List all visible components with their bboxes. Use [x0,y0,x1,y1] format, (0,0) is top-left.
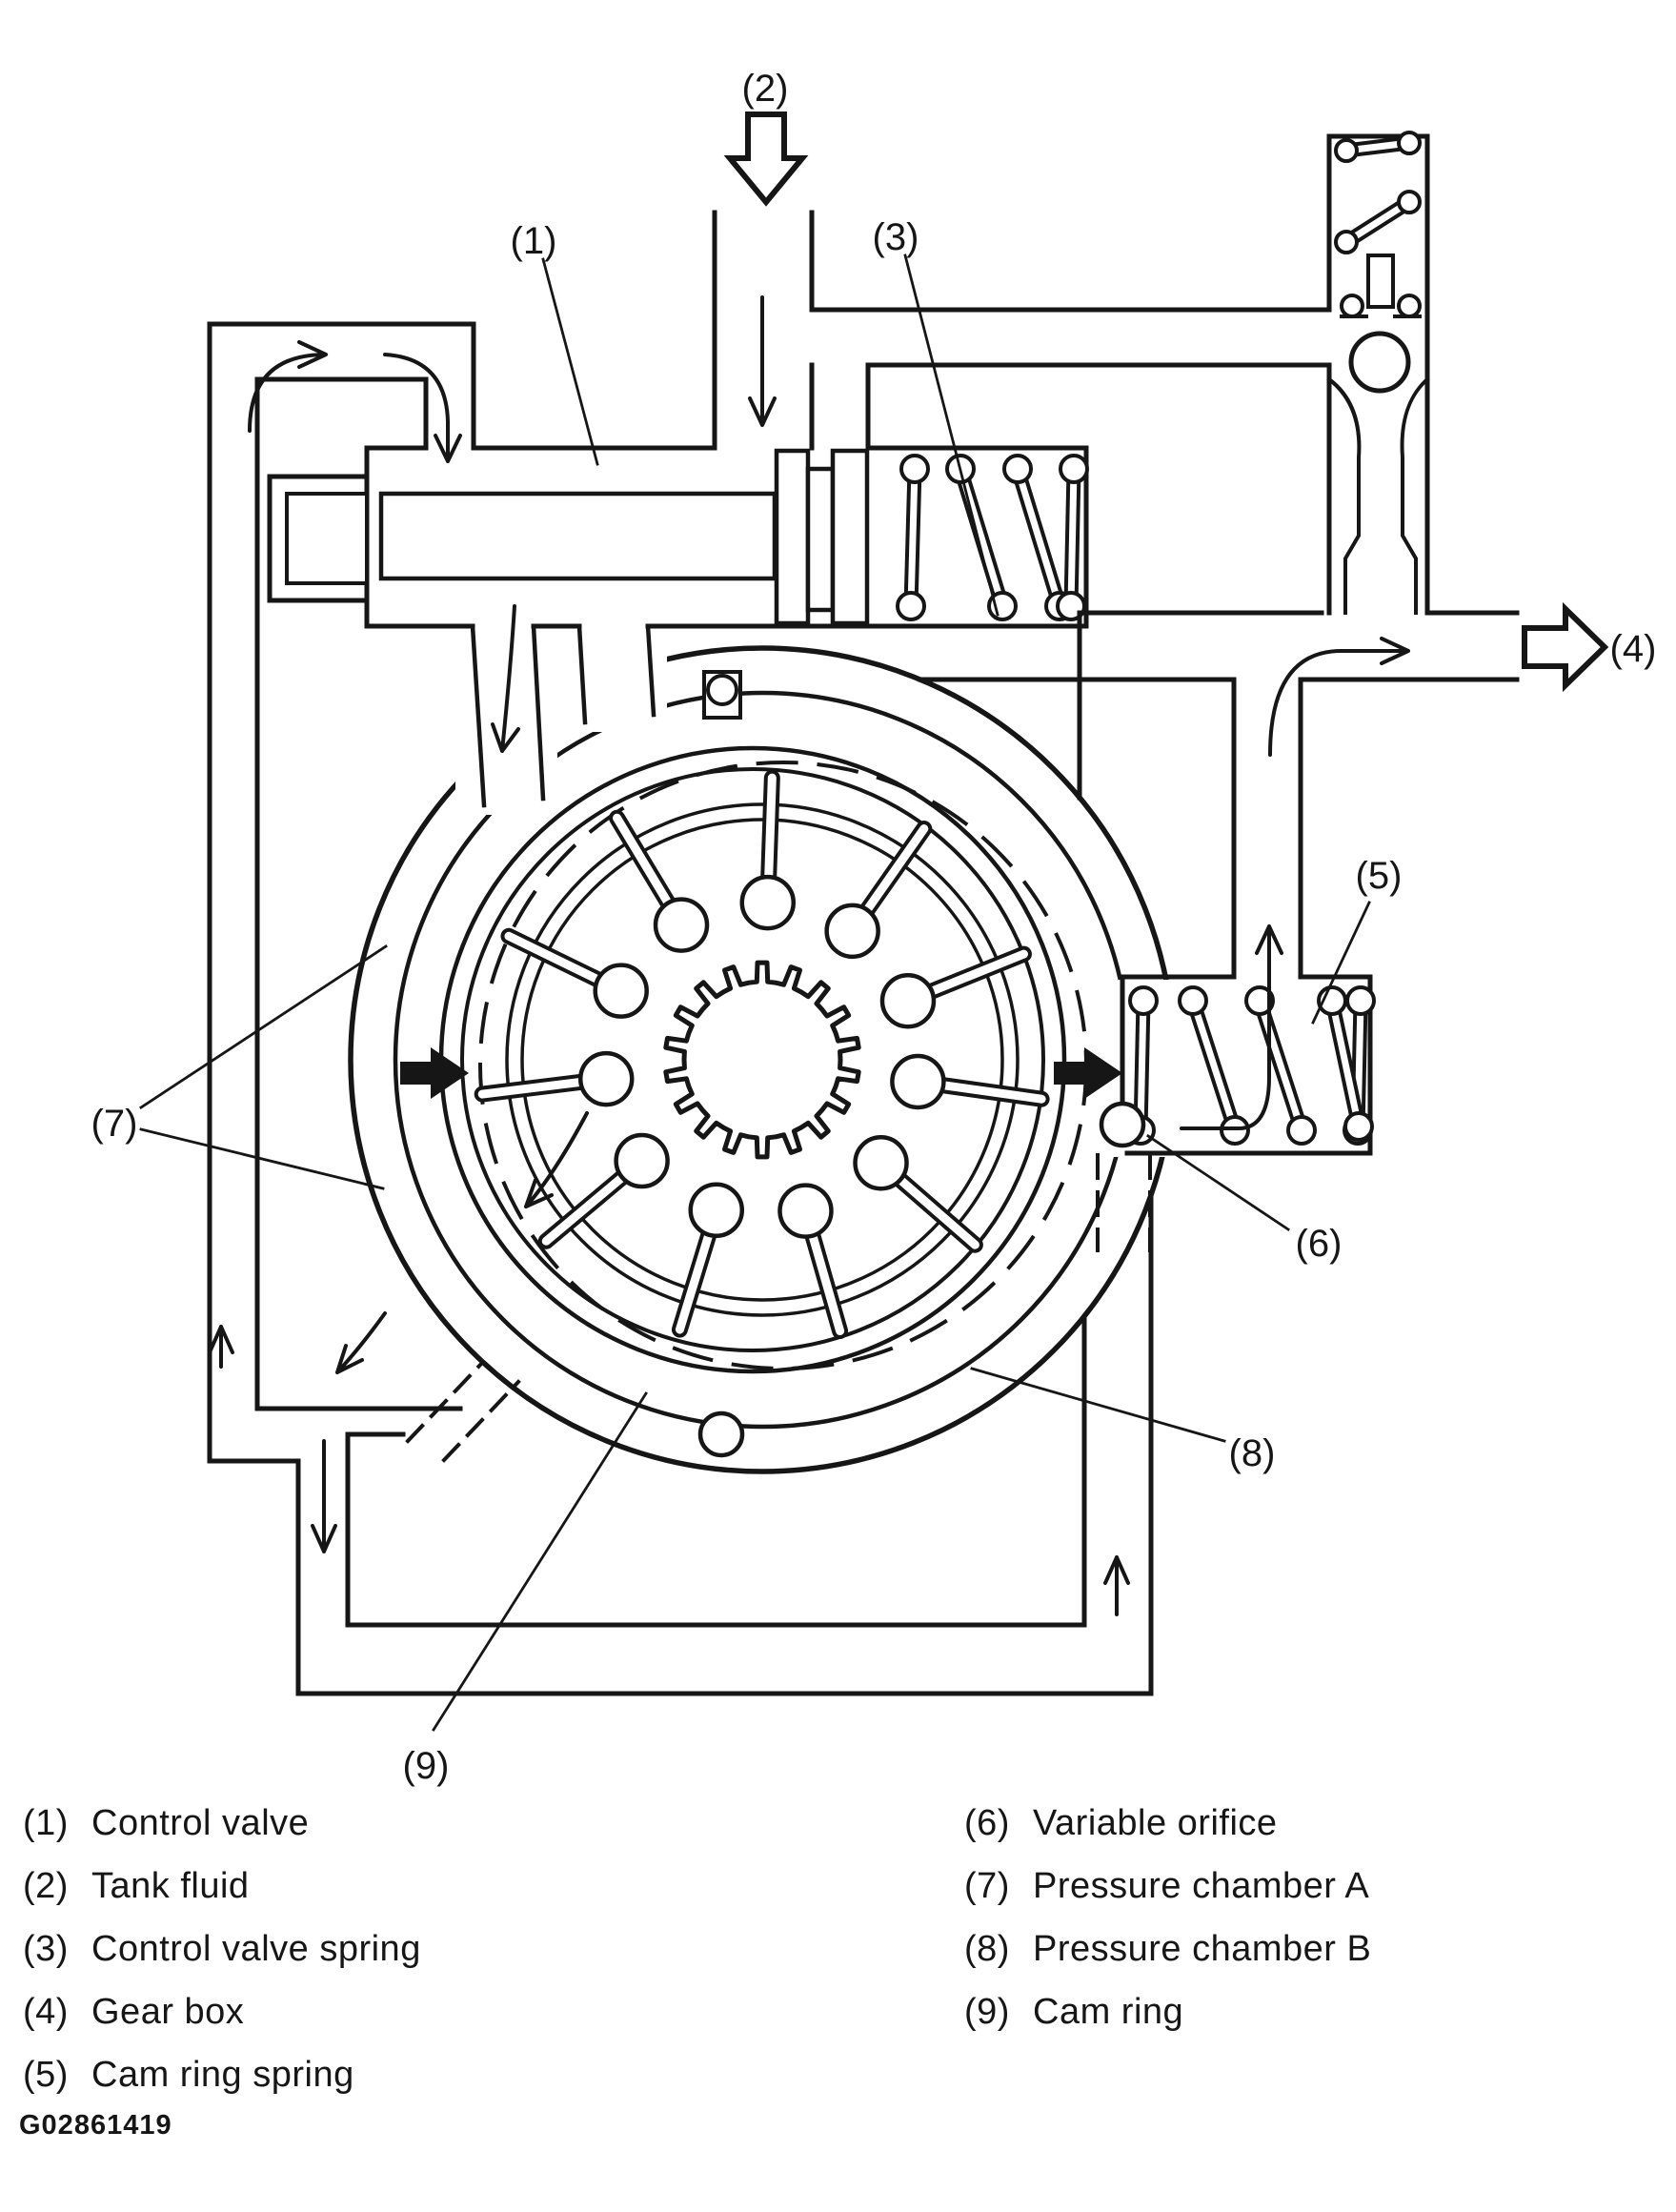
legend-item-cam-ring: (9) Cam ring [964,1992,1371,2055]
legend-label: Pressure chamber B [1033,1929,1372,1969]
flow-arrow [311,1439,337,1553]
legend-label: Variable orifice [1033,1803,1278,1843]
legend-num: (2) [23,1866,69,1906]
legend-label: Tank fluid [91,1866,250,1906]
flow-arrow [335,1311,387,1374]
relief-poppet [1366,254,1395,309]
legend-item-pressure-chamber-a: (7) Pressure chamber A [964,1866,1371,1929]
callout-9-label: (9) [403,1745,450,1787]
legend-column-right: (6) Variable orifice (7) Pressure chambe… [964,1803,1371,2055]
rotor-rim-inner [520,818,1004,1302]
legend-num: (4) [23,1992,69,2032]
legend-item-cam-ring-spring: (5) Cam ring spring [23,2055,421,2118]
legend-num: (1) [23,1803,69,1843]
callout-2-label: (2) [742,68,789,110]
legend-item-control-valve: (1) Control valve [23,1803,421,1866]
callout-7-label: (7) [91,1103,138,1145]
legend-num: (9) [964,1992,1010,2032]
legend-label: Control valve spring [91,1929,421,1969]
flow-arrow [1103,1555,1130,1616]
callout-9-leader [432,1391,648,1732]
cam-spring-chamber [405,610,1520,1463]
callout-1-leader [541,257,599,466]
flow-arrow [383,353,462,463]
legend-num: (6) [964,1803,1010,1843]
rotor-rim-outer [505,802,1020,1317]
cam-ring-inner [460,767,1045,1352]
callout-7-leader [139,944,388,1109]
callout-5-leader [1311,901,1371,1025]
valve-spool-rod [378,491,777,581]
legend-label: Cam ring spring [91,2055,354,2095]
relief-valve-spring [1334,131,1422,254]
flow-arrow [491,604,520,753]
flow-arrow [248,340,328,433]
callout-8-label: (8) [1229,1432,1276,1474]
control-valve [267,445,1089,629]
legend-item-pressure-chamber-b: (8) Pressure chamber B [964,1929,1371,1992]
tank-fluid-inlet-arrow [723,112,809,207]
legend-item-control-valve-spring: (3) Control valve spring [23,1929,421,1992]
pressure-arrow-right [1054,1047,1122,1099]
legend-item-tank-fluid: (2) Tank fluid [23,1866,421,1929]
callout-3-label: (3) [873,216,919,258]
flow-arrows [208,295,1410,1616]
flow-arrow [1180,924,1283,1130]
callout-1-label: (1) [511,220,557,262]
callout-3-leader [903,254,1000,617]
pipework [207,210,1332,1696]
variable-orifice [1099,1101,1146,1148]
valve-spool-land [774,448,811,626]
legend-label: Cam ring [1033,1992,1184,2032]
callout-5-label: (5) [1356,855,1403,897]
flow-arrow [748,295,777,427]
callout-6-label: (6) [1296,1223,1343,1265]
valve-piston [830,448,870,626]
callout-4-label: (4) [1610,628,1657,670]
pressure-arrow-left [400,1047,469,1099]
flow-arrow [524,1111,589,1208]
callout-leaders [139,254,1371,1732]
left-loop-pipe [207,321,476,1464]
legend-num: (5) [23,2055,69,2095]
flow-arrow [208,1325,234,1369]
bottom-return-pipe [207,1194,1154,1696]
hidden-passage-dashed [405,1360,485,1444]
legend-label: Gear box [91,1992,245,2032]
cam-ring-pivot-pin [697,1410,745,1458]
legend-column-left: (1) Control valve (2) Tank fluid (3) Con… [23,1803,421,2118]
legend-label: Pressure chamber A [1033,1866,1370,1906]
flow-arrow [1268,637,1410,757]
legend-label: Control valve [91,1803,310,1843]
relief-ball [1348,331,1411,394]
legend-num: (8) [964,1929,1010,1969]
control-valve-spring [896,454,1089,621]
gear-box-outlet-arrow [1522,601,1609,693]
pump-housing [348,623,1191,1474]
legend-item-variable-orifice: (6) Variable orifice [964,1803,1371,1866]
drive-shaft-spline [663,960,861,1160]
relief-valve [1326,131,1430,616]
rotor-vanes [474,769,1050,1340]
callout-6-leader [1146,1134,1290,1231]
legend-num: (7) [964,1866,1010,1906]
legend-item-gear-box: (4) Gear box [23,1992,421,2055]
callout-8-leader [970,1367,1226,1443]
callout-7-leader [139,1127,385,1190]
figure-id: G02861419 [19,2110,172,2141]
legend-num: (3) [23,1929,69,1969]
